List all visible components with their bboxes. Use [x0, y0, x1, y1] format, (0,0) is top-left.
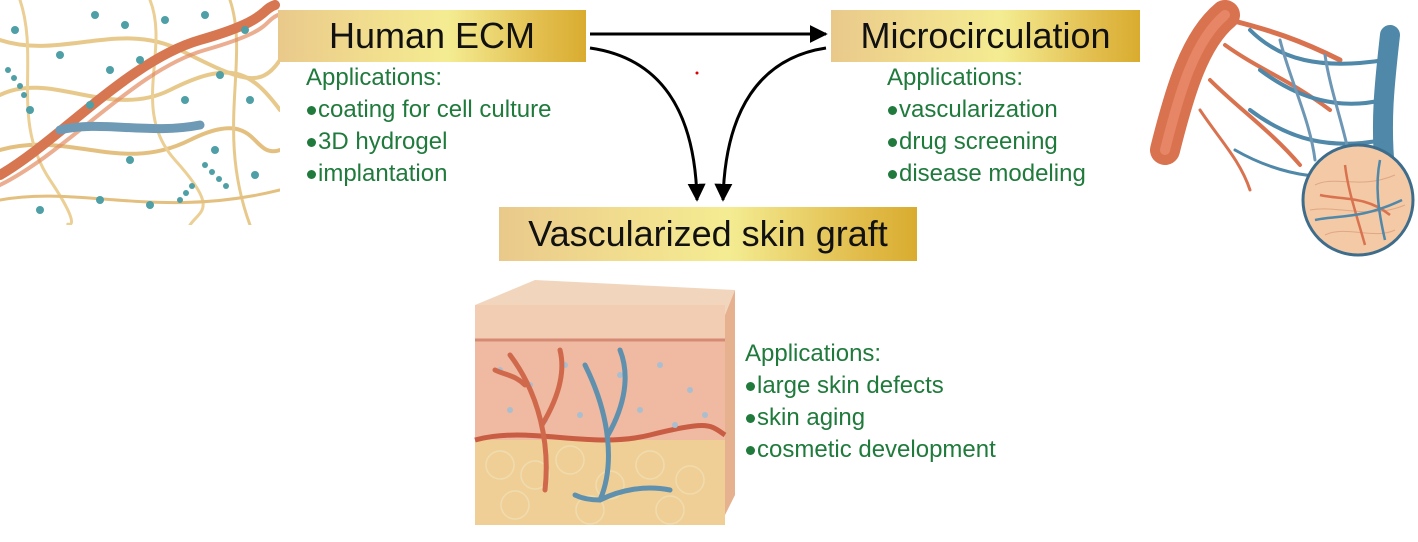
bullet-dot-icon	[888, 137, 897, 147]
microcirculation-applications: Applications: vascularization drug scree…	[887, 62, 1086, 190]
list-item: 3D hydrogel	[306, 126, 551, 158]
bullet-dot-icon	[746, 445, 755, 455]
bullet-dot-icon	[307, 105, 316, 115]
skin-cross-section-illustration	[474, 280, 735, 525]
list-item: coating for cell culture	[306, 94, 551, 126]
list-item: disease modeling	[887, 158, 1086, 190]
node-human-ecm-title: Human ECM	[328, 15, 536, 56]
bullet-dot-icon	[307, 169, 316, 179]
node-microcirculation-title: Microcirculation	[860, 15, 1111, 56]
node-human-ecm: Human ECM	[278, 10, 586, 62]
node-skin-graft: Vascularized skin graft	[499, 207, 917, 261]
applications-label: Applications:	[306, 64, 443, 91]
bullet-dot-icon	[746, 413, 755, 423]
bullet-dot-icon	[307, 137, 316, 147]
human-ecm-applications: Applications: coating for cell culture 3…	[306, 62, 551, 190]
bullet-dot-icon	[888, 169, 897, 179]
blood-vessel-network-illustration	[1150, 0, 1415, 257]
arrow-ecm-to-skin-graft	[589, 46, 706, 202]
arrow-microcirculation-to-skin-graft	[714, 46, 827, 202]
list-item: skin aging	[745, 402, 996, 434]
list-item: large skin defects	[745, 370, 996, 402]
skin-graft-applications: Applications: large skin defects skin ag…	[745, 338, 996, 466]
node-skin-graft-title: Vascularized skin graft	[528, 213, 888, 254]
bullet-dot-icon	[888, 105, 897, 115]
applications-label: Applications:	[745, 340, 882, 367]
applications-label: Applications:	[887, 64, 1024, 91]
list-item: cosmetic development	[745, 434, 996, 466]
node-microcirculation: Microcirculation	[831, 10, 1140, 62]
list-item: drug screening	[887, 126, 1086, 158]
bullet-dot-icon	[746, 381, 755, 391]
ecm-fibers-illustration	[0, 0, 280, 225]
list-item: implantation	[306, 158, 551, 190]
list-item: vascularization	[887, 94, 1086, 126]
